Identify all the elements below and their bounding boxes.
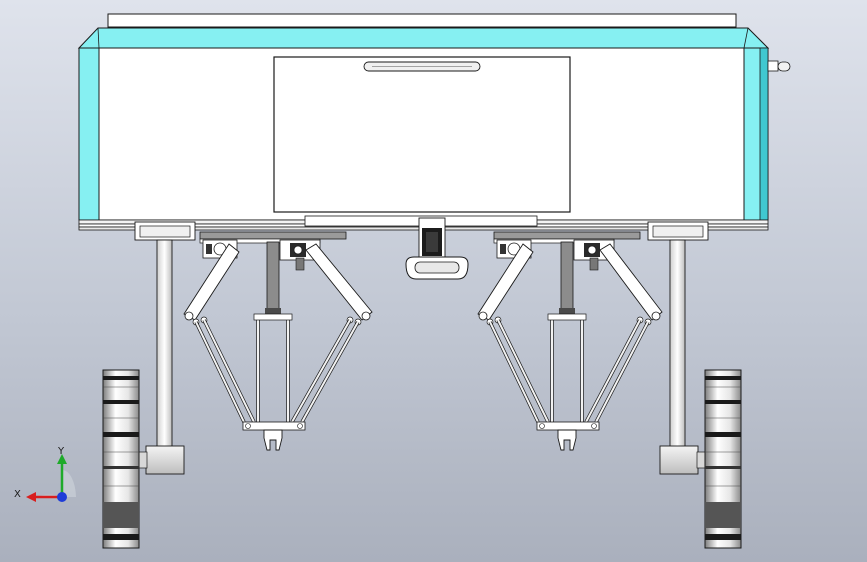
right-support-post — [669, 239, 686, 449]
top-cover-plate — [107, 13, 737, 28]
front-access-door — [273, 56, 571, 213]
right-wheel-hub — [659, 445, 706, 475]
door-handle — [363, 61, 481, 72]
axis-triad-icon: Y X — [14, 446, 76, 502]
left-leg-mount — [134, 221, 196, 241]
left-delta-robot — [183, 231, 373, 451]
right-wheel — [704, 369, 742, 549]
left-support-post — [156, 239, 173, 449]
left-wheel — [102, 369, 140, 549]
x-axis-label: X — [14, 489, 21, 500]
right-leg-mount — [647, 221, 709, 241]
right-delta-robot — [477, 231, 663, 451]
left-wheel-hub — [138, 445, 185, 475]
center-camera-sensor — [405, 217, 469, 280]
y-axis-label: Y — [57, 446, 65, 457]
side-knob — [767, 60, 791, 72]
